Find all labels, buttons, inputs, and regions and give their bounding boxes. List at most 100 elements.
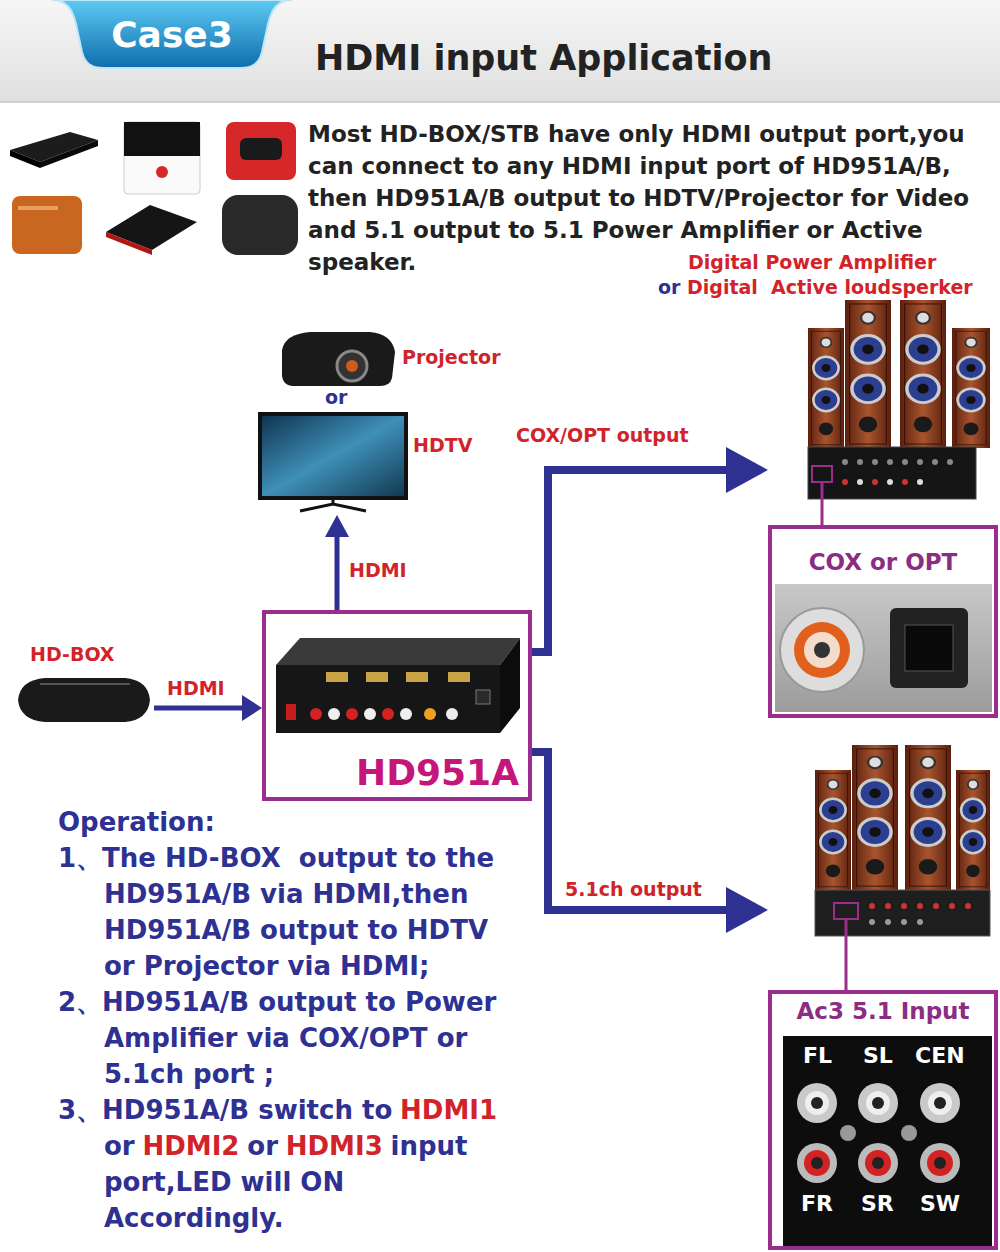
- product-thumbnails: [40, 140, 98, 168]
- amplifier-image: [917, 459, 923, 465]
- amplifier-image: [872, 479, 878, 485]
- connector-word: or: [325, 387, 347, 409]
- rca-jack-panel: [804, 1150, 830, 1176]
- product-thumbnails: [106, 232, 152, 255]
- coax-optical-panel: [775, 584, 992, 712]
- rca-jack-panel: [797, 1083, 837, 1123]
- hd951a-device-image: [364, 708, 376, 720]
- connector-line: [532, 470, 728, 652]
- hdtv-image: [258, 412, 408, 511]
- speaker-set-image: [905, 745, 951, 890]
- speaker-set-image: [815, 770, 851, 890]
- device-label: Projector: [402, 347, 501, 369]
- header-band: [0, 0, 1000, 102]
- channel-label: FL: [803, 1043, 832, 1068]
- hdtv-image: [300, 500, 366, 511]
- amplifier-image: [885, 903, 891, 909]
- connector-line: [532, 752, 728, 910]
- rca-jack-panel: [858, 1083, 898, 1123]
- rca-jack-panel: [858, 1143, 898, 1183]
- amplifier-image: [887, 479, 893, 485]
- channel-label: CEN: [915, 1043, 965, 1068]
- product-thumbnails: [240, 138, 282, 160]
- product-thumbnails: [18, 206, 58, 210]
- amplifier-image: [885, 919, 891, 925]
- rca-jack-panel: [934, 1157, 946, 1169]
- rca-jack-panel: [805, 1091, 829, 1115]
- hd951a-device-image: [500, 638, 520, 733]
- product-thumbnails: [124, 122, 200, 194]
- amplifier-image: [887, 459, 893, 465]
- edge-label: HDMI: [164, 678, 228, 700]
- speaker-set-image: [956, 770, 990, 890]
- hd951a-device-image: [276, 638, 520, 733]
- projector-image: [282, 332, 395, 386]
- amplifier-image: [901, 903, 907, 909]
- speaker-set-image: [952, 328, 990, 448]
- hd951a-device-image: [400, 708, 412, 720]
- hd-box-image: [18, 678, 150, 722]
- amplifier-image: [917, 919, 923, 925]
- channel-label: SW: [920, 1191, 960, 1216]
- product-thumbnails: [226, 122, 296, 180]
- coax-optical-panel: [775, 584, 992, 712]
- hd951a-device-image: [424, 708, 436, 720]
- callout-title: COX or OPT: [768, 549, 998, 575]
- amplifier-image: [965, 903, 971, 909]
- hd951a-device-image: [476, 690, 490, 704]
- amplifier-image: [808, 447, 976, 499]
- coax-optical-panel: [905, 625, 953, 671]
- amplifier-image: [949, 903, 955, 909]
- amplifier-image: [917, 903, 923, 909]
- rca-jack-panel: [811, 1097, 823, 1109]
- display-group: Projector orHDTV: [255, 325, 509, 515]
- rca-jack-panel: [840, 1125, 856, 1141]
- operation-list: Operation:1、The HD-BOX output to the HD9…: [58, 804, 520, 1236]
- hdtv-image: [262, 416, 404, 496]
- rca-jack-panel: [872, 1097, 884, 1109]
- model-name: HD951A: [356, 752, 519, 793]
- coax-optical-panel: [794, 622, 850, 678]
- rca-jack-panel: [872, 1157, 884, 1169]
- product-thumbnails: [156, 166, 168, 178]
- amplifier-image: [834, 903, 858, 919]
- amplifier-image: [812, 466, 832, 482]
- device-label: HD-BOX: [30, 644, 115, 666]
- rca-jack-panel: [934, 1097, 946, 1109]
- coax-optical-panel: [780, 608, 864, 692]
- amplifier-51-group: Ac3 5.1 InputFLSLCENFRSRSW: [768, 742, 998, 1250]
- product-thumbnails: [10, 122, 298, 255]
- hd951a-device-image: [276, 665, 500, 733]
- device-label: HDTV: [413, 435, 472, 457]
- rca-jack-panel: [783, 1036, 992, 1246]
- case-number: Case3: [52, 14, 292, 55]
- hd951a-device-image: [366, 672, 388, 682]
- amplifier-image: [932, 459, 938, 465]
- rca-jack-panel: [927, 1150, 953, 1176]
- amplifier-image: [869, 903, 875, 909]
- product-thumbnails: [10, 150, 40, 168]
- speaker-set-image: [845, 300, 891, 448]
- product-thumbnails: [222, 195, 298, 255]
- callout-frame: [770, 527, 996, 1248]
- projector-image: [346, 360, 358, 372]
- amplifier-image: [902, 479, 908, 485]
- amplifier-image: [901, 919, 907, 925]
- page-title: HDMI input Application: [315, 38, 772, 78]
- product-thumbnails: [124, 122, 200, 156]
- operation-step: 1、The HD-BOX output to the HD951A/B via …: [58, 840, 520, 984]
- amplifier-image: [917, 479, 923, 485]
- hd951a-device-image: [326, 672, 348, 682]
- rca-jack-panel: [865, 1150, 891, 1176]
- case-tab: Case3: [52, 0, 292, 72]
- hdtv-image: [258, 412, 408, 500]
- rca-jack-panel: [920, 1143, 960, 1183]
- hd951a-device-image: [346, 708, 358, 720]
- operation-step: 3、HD951A/B switch toHDMI1orHDMI2orHDMI3i…: [58, 1092, 520, 1236]
- rca-jack-panel: [783, 1036, 992, 1246]
- amplifier-image: [933, 903, 939, 909]
- amplifier-group: Digital Power AmplifierorDigital Active …: [768, 298, 998, 720]
- connector: [532, 752, 768, 933]
- operation-step: 2、HD951A/B output to Power Amplifier via…: [58, 984, 520, 1092]
- operation-step: or: [104, 1131, 135, 1161]
